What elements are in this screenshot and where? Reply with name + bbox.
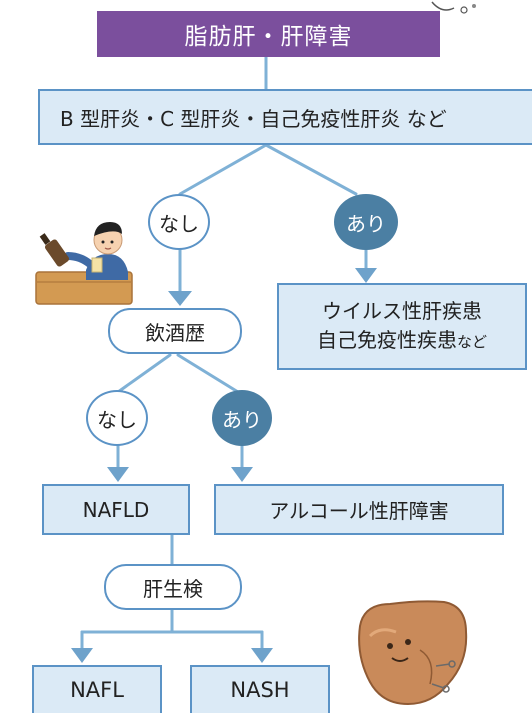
nafld-box: NAFLD (42, 484, 190, 535)
title-box: 脂肪肝・肝障害 (97, 11, 440, 57)
alcohol-history-pill: 飲酒歴 (108, 308, 242, 354)
autoimmune-line: 自己免疫性疾患など (317, 326, 487, 357)
nafl-box: NAFL (32, 665, 162, 713)
title-text: 脂肪肝・肝障害 (184, 24, 353, 50)
arrowhead-nafld (107, 467, 129, 482)
nash-box: NASH (190, 665, 330, 713)
nafld-text: NAFLD (82, 497, 150, 522)
decorative-doodle-icon (431, 1, 476, 14)
viral-text: ウイルス性肝疾患 (322, 298, 482, 323)
exclusion-box: B 型肝炎・C 型肝炎・自己免疫性肝炎 など (38, 89, 532, 145)
branch1-yes-label: あり (346, 211, 386, 236)
alcohol-history-text: 飲酒歴 (145, 320, 205, 345)
autoimmune-text: 自己免疫性疾患 (316, 327, 457, 352)
arrowhead-nash (251, 648, 273, 663)
connector-level1-yes (264, 143, 358, 196)
alcohol-yes-circle: あり (212, 390, 272, 446)
arrowhead-nafl (71, 648, 93, 663)
alcohol-no-circle: なし (86, 390, 148, 446)
arrowhead-alcohol (168, 291, 192, 306)
liver-character-icon (358, 600, 468, 706)
branch1-no-circle: なし (148, 194, 210, 250)
connector-alcohol-yes (176, 353, 240, 394)
branch1-yes-circle: あり (334, 194, 398, 250)
autoimmune-etc-text: など (456, 332, 487, 351)
nash-text: NASH (230, 678, 290, 702)
alcohol-no-label: なし (97, 407, 137, 432)
branch1-no-label: なし (159, 211, 199, 236)
exclusion-text: B 型肝炎・C 型肝炎・自己免疫性肝炎 など (60, 106, 447, 131)
alcoholic-liver-text: アルコール性肝障害 (269, 499, 449, 523)
nafl-text: NAFL (70, 678, 124, 702)
alcoholic-liver-box: アルコール性肝障害 (214, 484, 504, 535)
arrowhead-ald (231, 467, 253, 482)
viral-autoimmune-box: ウイルス性肝疾患 自己免疫性疾患など (277, 283, 527, 370)
connector-level1-no (178, 143, 268, 196)
arrowhead-viral (355, 268, 377, 283)
liver-biopsy-text: 肝生検 (143, 576, 203, 601)
connector-alcohol-no (116, 353, 172, 394)
liver-biopsy-pill: 肝生検 (104, 564, 242, 610)
drinking-man-icon (35, 222, 133, 305)
alcohol-yes-label: あり (222, 407, 262, 432)
